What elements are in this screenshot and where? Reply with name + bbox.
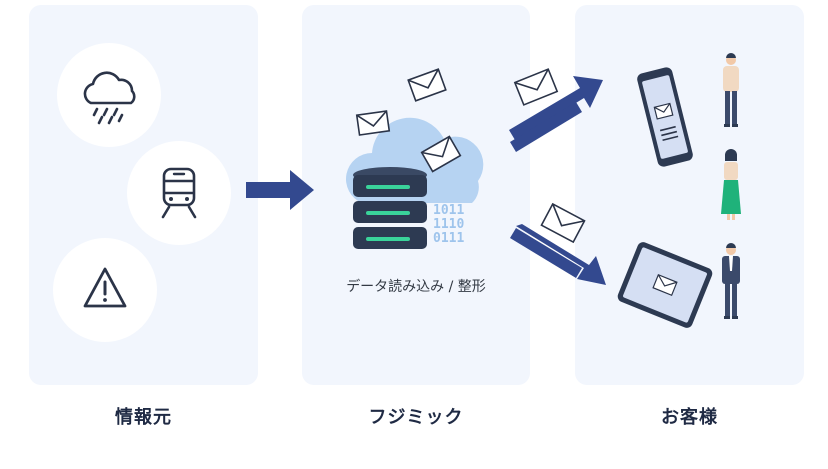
train-icon [161,167,197,219]
fujimic-caption: データ読み込み / 整形 [346,279,486,295]
customer-illustration [617,53,741,328]
fujimic-illustration: 1011 1110 0111 [346,68,484,249]
source-label: 情報元 [115,407,172,428]
envelope-icon [540,202,586,244]
warning-circle [53,238,157,342]
tablet-icon [617,242,713,328]
svg-text:1110: 1110 [433,217,464,232]
envelope-icon [513,68,559,106]
warning-icon [83,267,127,308]
svg-text:1011: 1011 [433,203,464,218]
person-icon [723,53,739,127]
person-icon [722,243,740,319]
arrow-to-tablet [516,224,606,285]
cloud-rain-icon [83,71,136,125]
customer-label: お客様 [661,407,718,428]
weather-circle [57,43,161,147]
fujimic-label: フジミック [368,407,464,428]
arrow-to-phone [509,76,603,140]
server-icon [353,167,427,249]
smartphone-icon [637,67,693,167]
train-circle [127,141,231,245]
flow-arrow-right [246,170,314,210]
binary-icon: 1011 1110 0111 [433,203,464,246]
envelope-icon [355,68,462,173]
svg-text:0111: 0111 [433,231,464,246]
person-icon [721,149,741,220]
delivery-arrows [509,68,606,285]
